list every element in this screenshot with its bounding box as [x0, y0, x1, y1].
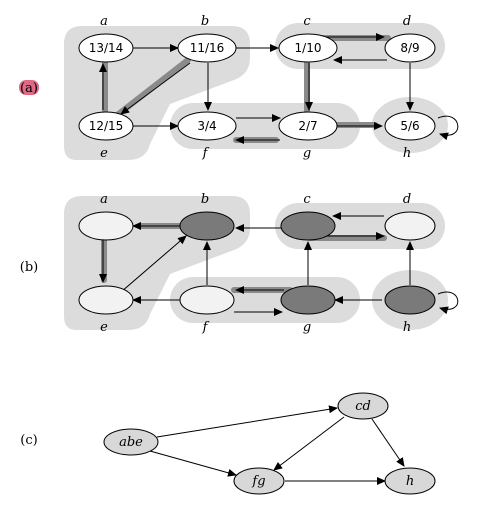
vname-f-a: f — [202, 146, 210, 161]
vname-d-b: d — [403, 192, 411, 207]
vname-c-b: c — [303, 192, 311, 207]
node-g-a — [278, 111, 338, 141]
node-abe — [103, 428, 159, 456]
time-e: 12/15 — [89, 119, 124, 133]
vname-f-b: f — [202, 320, 210, 335]
vname-e-b: e — [100, 320, 108, 335]
vname-d-a: d — [403, 14, 411, 29]
label-h: h — [406, 474, 414, 489]
edges-a — [99, 33, 459, 144]
node-c-b — [280, 211, 336, 241]
vname-b-b: b — [201, 192, 209, 207]
node-b-a — [177, 33, 237, 63]
vname-h-a: h — [403, 146, 411, 161]
node-a-a — [78, 33, 134, 63]
vertex-names-b: a b c d e f g h — [100, 192, 411, 335]
part-a-label-highlight — [19, 80, 39, 95]
node-h-c — [384, 467, 436, 495]
time-h: 5/6 — [400, 119, 419, 133]
node-a-b — [78, 211, 134, 241]
node-cd — [337, 392, 389, 420]
node-f-b — [179, 285, 235, 315]
nodes-a: 13/14 11/16 1/10 8/9 12/15 3/4 2/7 5/6 — [78, 33, 436, 141]
node-d-b — [384, 211, 436, 241]
node-f-a — [177, 111, 237, 141]
label-abe: abe — [119, 435, 143, 450]
node-e-a — [78, 111, 134, 141]
time-g: 2/7 — [298, 119, 317, 133]
node-fg — [233, 467, 285, 495]
vname-a-a: a — [100, 14, 108, 29]
vname-h-b: h — [403, 320, 411, 335]
node-c-a — [278, 33, 338, 63]
time-f: 3/4 — [197, 119, 216, 133]
label-fg: fg — [251, 474, 265, 489]
time-d: 8/9 — [400, 41, 419, 55]
node-g-b — [280, 285, 336, 315]
node-e-b — [78, 285, 134, 315]
node-h-b — [384, 285, 436, 315]
vname-g-b: g — [303, 320, 311, 335]
vertex-names-a: a b c d e f g h — [100, 14, 411, 161]
node-b-b — [179, 211, 235, 241]
time-b: 11/16 — [190, 41, 225, 55]
edges-c — [149, 405, 405, 485]
node-h-a — [384, 111, 436, 141]
vname-a-b: a — [100, 192, 108, 207]
nodes-c: abe cd fg h — [103, 392, 436, 495]
part-b-label: (b) — [20, 260, 38, 275]
vname-g-a: g — [303, 146, 311, 161]
label-cd: cd — [355, 399, 371, 414]
time-c: 1/10 — [295, 41, 322, 55]
node-d-a — [384, 33, 436, 63]
vname-b-a: b — [201, 14, 209, 29]
vname-c-a: c — [303, 14, 311, 29]
part-a: 13/14 11/16 1/10 8/9 12/15 3/4 2/7 5/6 a… — [19, 14, 459, 161]
time-a: 13/14 — [89, 41, 124, 55]
part-c-label: (c) — [20, 433, 37, 448]
nodes-b — [78, 211, 436, 315]
vname-e-a: e — [100, 146, 108, 161]
part-c: abe cd fg h (c) — [20, 392, 436, 495]
part-a-label: (a) — [20, 81, 38, 96]
part-b: a b c d e f g h (b) — [20, 192, 459, 335]
